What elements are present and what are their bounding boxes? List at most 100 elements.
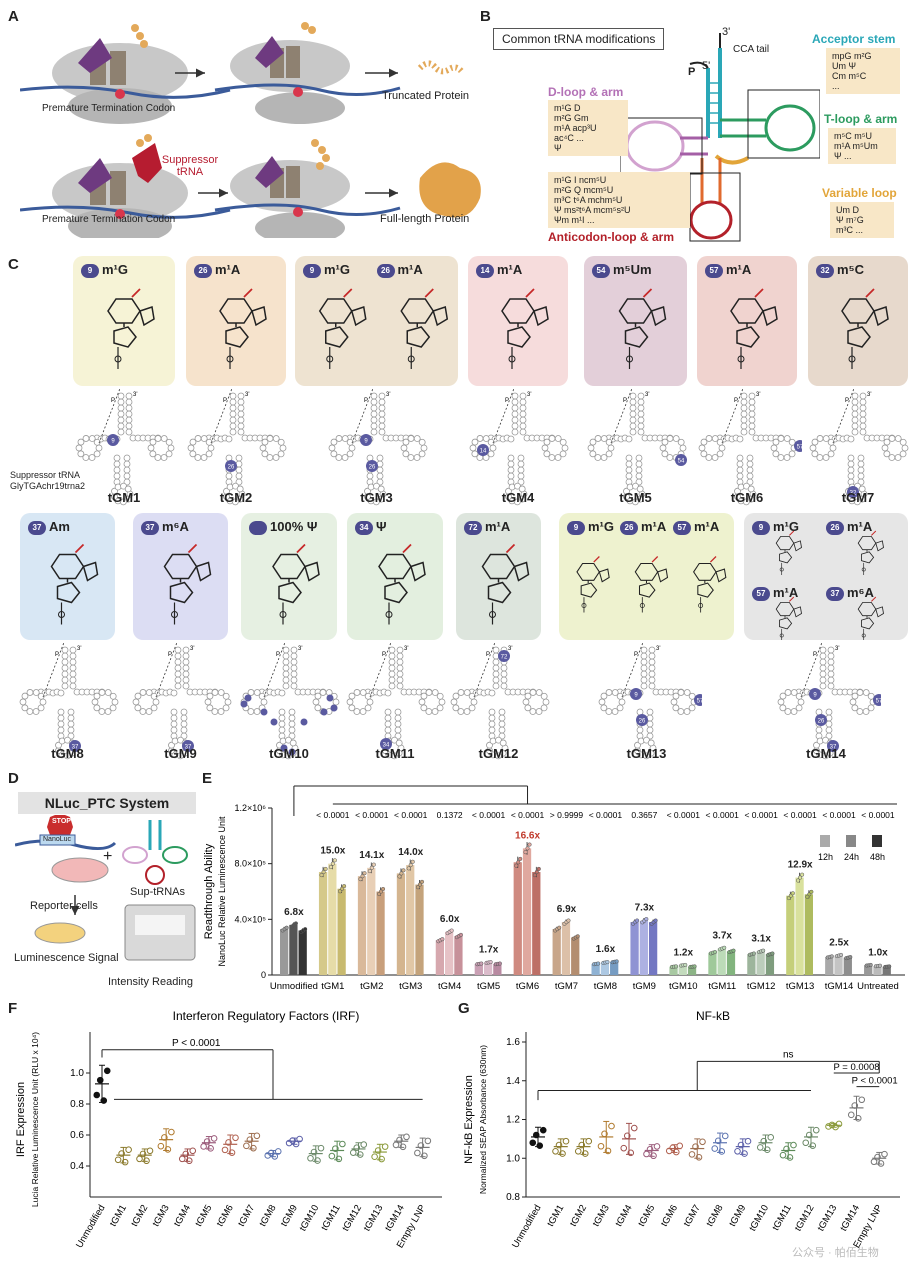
- nucleotide: [82, 435, 90, 442]
- data-point: [881, 1150, 888, 1158]
- bar: [571, 937, 580, 975]
- nucleotide: [125, 422, 133, 430]
- nucleotide: [117, 392, 125, 400]
- data-point: [458, 932, 463, 937]
- molecule: [841, 288, 889, 369]
- data-point: [756, 1144, 764, 1151]
- modification-name: Ψ: [376, 519, 387, 534]
- nucleotide: [847, 454, 855, 462]
- data-point: [328, 864, 333, 870]
- nucleotide: [396, 652, 404, 660]
- molecule: [775, 596, 802, 640]
- nucleotide: [418, 438, 426, 446]
- fold-change-label: 6.0x: [440, 914, 460, 925]
- data-point: [718, 1148, 726, 1155]
- bar: [600, 962, 610, 975]
- nucleotide: [277, 438, 285, 446]
- nucleotide: [314, 692, 322, 700]
- nucleotide: [413, 454, 420, 461]
- y-tick-label: 8.0×10⁵: [234, 859, 266, 869]
- nucleotide: [777, 454, 785, 461]
- site-label: 26: [368, 465, 375, 471]
- data-point: [143, 1157, 150, 1165]
- nucleotide: [187, 444, 195, 452]
- data-point: [371, 1153, 378, 1160]
- nucleotide: [888, 435, 896, 442]
- nucleotide: [425, 689, 433, 696]
- nucleotide: [180, 714, 187, 722]
- data-point: [555, 1141, 563, 1149]
- nucleotide: [629, 422, 636, 430]
- nucleotide: [418, 450, 425, 458]
- nucleotide: [736, 454, 744, 462]
- bar: [630, 922, 639, 975]
- nucleotide: [640, 646, 647, 654]
- data-point: [812, 1126, 820, 1134]
- data-point: [786, 1154, 794, 1161]
- nucleotide: [67, 714, 74, 722]
- data-point: [289, 1137, 296, 1144]
- panel-b-title: Common tRNA modifications: [493, 28, 665, 50]
- position-badge: 57: [752, 586, 770, 601]
- data-point: [328, 1152, 336, 1160]
- bar: [415, 884, 424, 975]
- nucleotide: [857, 472, 865, 480]
- nucleotide: [366, 472, 373, 480]
- data-point: [848, 955, 853, 960]
- data-point: [779, 1151, 787, 1159]
- y-tick-label: 0: [261, 970, 266, 980]
- nucleotide: [770, 444, 778, 452]
- data-point: [274, 1148, 282, 1155]
- nucleotide: [20, 704, 28, 712]
- nucleotide: [272, 454, 280, 461]
- nucleotide: [160, 454, 168, 461]
- data-point: [653, 1143, 661, 1150]
- construct-label: tGM10: [269, 746, 309, 761]
- nucleotide: [235, 472, 243, 480]
- nucleotide: [616, 692, 624, 700]
- svg-text:P: P: [276, 652, 280, 658]
- nucleotide: [646, 720, 653, 728]
- nucleotide: [396, 658, 404, 666]
- site-marker: [847, 486, 859, 498]
- nucleotide: [170, 726, 177, 734]
- nucleotide: [229, 428, 237, 436]
- position-badge: 9: [303, 263, 321, 278]
- nucleotide: [420, 444, 427, 452]
- bar: [337, 888, 346, 975]
- nucleotide: [165, 450, 173, 458]
- nucleotide: [498, 726, 505, 734]
- data-point: [552, 1147, 559, 1155]
- nucleotide: [247, 689, 255, 696]
- nucleotide: [278, 689, 286, 697]
- nucleotide: [21, 692, 28, 700]
- nucleoside-structure: [576, 556, 727, 613]
- nucleotide: [26, 689, 33, 696]
- fold-change-label: 12.9x: [788, 860, 813, 871]
- pseudouridine-marker: [270, 718, 278, 726]
- bar: [435, 940, 445, 975]
- nucleotide: [666, 435, 673, 442]
- nucleotide: [827, 450, 835, 458]
- nucleotide: [492, 658, 499, 666]
- bar: [639, 920, 648, 975]
- nucleotide: [370, 416, 377, 424]
- nucleoside-structure: [378, 543, 426, 625]
- nucleotide: [25, 708, 33, 715]
- nucleotide: [125, 404, 133, 412]
- nucleoside-structure: [272, 543, 320, 625]
- nucleotide: [819, 664, 827, 672]
- nucleotide: [736, 435, 744, 443]
- nucleotide: [182, 658, 189, 666]
- nucleotide: [378, 404, 385, 412]
- modification-name: m¹G: [588, 519, 614, 534]
- data-point: [672, 1148, 680, 1156]
- pseudouridine-marker: [260, 708, 268, 716]
- site-marker: [873, 694, 881, 706]
- nucleotide: [625, 460, 632, 468]
